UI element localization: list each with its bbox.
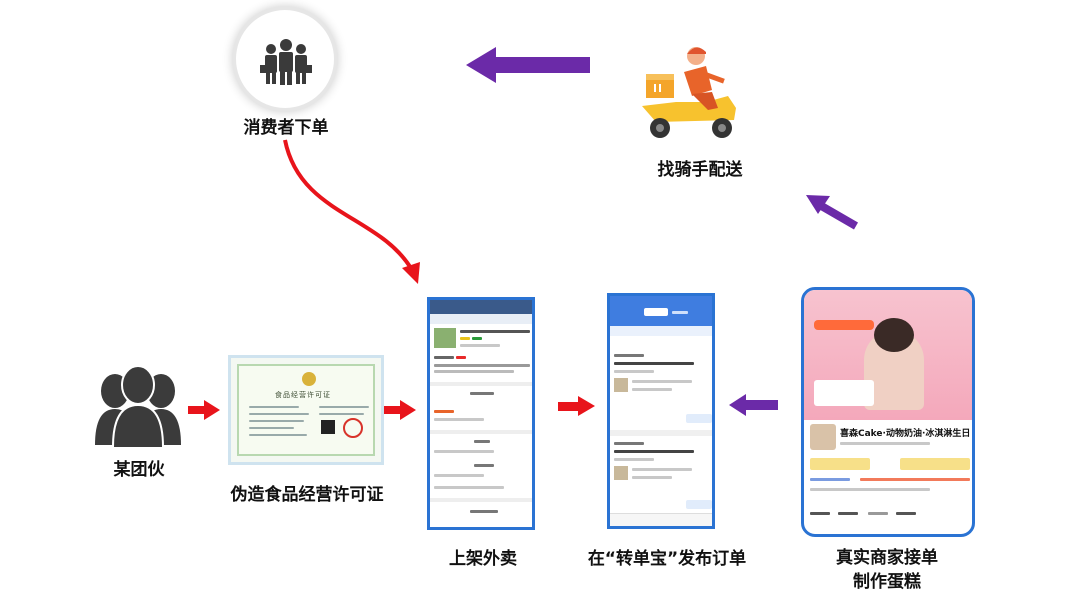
arrow-listing-to-publish	[558, 396, 595, 416]
gang-label: 某团伙	[113, 460, 165, 480]
arrow-merchant-to-rider	[806, 195, 859, 230]
consumer-label: 消费者下单	[243, 118, 329, 138]
gang-icon	[93, 365, 183, 448]
listing-label: 上架外卖	[449, 549, 517, 569]
red-seal-icon	[343, 418, 363, 438]
merchant-label-line2: 制作蛋糕	[853, 572, 921, 592]
arrow-merchant-to-publish	[729, 394, 778, 416]
arrow-license-to-listing	[384, 400, 416, 420]
qr-code	[321, 420, 335, 434]
emblem-icon	[302, 372, 316, 386]
license-label: 伪造食品经营许可证	[230, 485, 384, 505]
forged-license-image: 食品经营许可证	[228, 355, 384, 465]
arrow-gang-to-license	[188, 400, 220, 420]
merchant-label-line1: 真实商家接单	[836, 548, 938, 568]
publish-label: 在“转单宝”发布订单	[587, 549, 747, 569]
merchant-label: 真实商家接单 制作蛋糕	[822, 546, 952, 594]
merchant-shop-name: 喜森Cake·动物奶油·冰淇淋生日	[840, 429, 971, 439]
merchant-phone-screenshot: 喜森Cake·动物奶油·冰淇淋生日	[801, 287, 975, 537]
delivery-rider-icon	[636, 42, 746, 142]
listing-phone-screenshot	[427, 297, 535, 530]
arrow-rider-to-consumer	[466, 47, 590, 83]
publish-order-phone-screenshot	[607, 293, 715, 529]
consumer-icon	[236, 10, 334, 108]
rider-label: 找骑手配送	[657, 160, 743, 180]
license-title: 食品经营许可证	[275, 391, 331, 399]
arrow-consumer-to-listing	[283, 139, 420, 284]
